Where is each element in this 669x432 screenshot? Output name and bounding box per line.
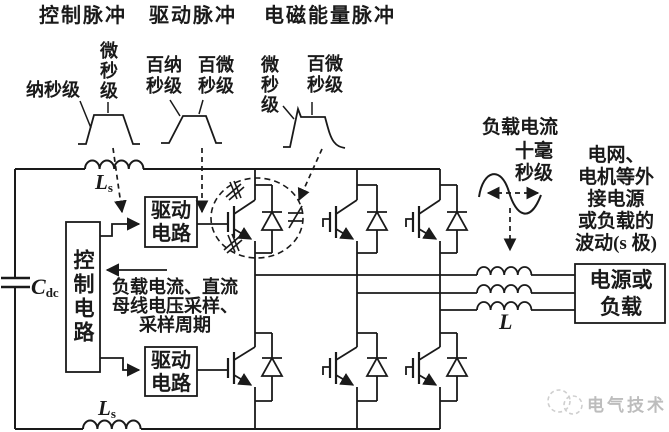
dc-bus-rails [14,159,440,430]
watermark-text: 电气技术 [587,396,667,415]
load-current-sine-icon [478,173,542,215]
ls-bottom-label: Ls [98,396,116,421]
source-load-label: 电源或 负载 [589,268,653,319]
igbt-cell-bottom-2 [322,332,389,429]
inductor-l-phase1 [476,266,533,276]
dashed-pointer-arrows [112,147,540,252]
pulse2-fall-label: 百微 秒级 [198,55,234,96]
emi-highlight [210,177,304,259]
inductor-l-phase3 [476,301,533,311]
control-pulse-title: 控制脉冲 [39,5,127,27]
phase-output-wires [255,266,575,311]
ls-top-label: Ls [95,170,113,195]
cdc-label: Cdc [31,274,59,300]
spark-icon-top [225,180,245,201]
load-current-label-line3: 秒级 [514,163,553,184]
drive-pulse-title: 驱动脉冲 [149,5,237,27]
igbt-cell-top-1 [226,169,284,347]
control-pulse-wave [78,114,140,145]
control-circuit-label: 控制电路 [71,249,95,345]
emi-ellipse [210,177,304,259]
inductor-ls-top [84,159,145,170]
block-boxes [65,196,666,397]
control-wiring [100,217,227,377]
drive-circuit-box-top [144,196,198,248]
pulse1-rise-label: 纳秒级 [26,80,80,100]
em-pulse-wave [283,105,346,149]
l-filter-label: L [499,309,513,334]
inductor-l-phase2 [476,284,533,294]
pulse2-rise-label: 百纳 秒级 [146,55,182,96]
pulse-waveforms [78,105,346,149]
capacitor-cdc [1,276,30,289]
watermark-logo-icon [547,389,583,415]
drive-circuit-box-bottom [144,346,198,397]
pulse3-rise-label: 微秒级 [259,55,279,115]
inductor-ls-bottom [82,419,142,430]
igbt-cell-bottom-1 [226,332,284,429]
em-pulse-title: 电磁能量脉冲 [264,5,396,27]
label-leader-lines [79,99,313,129]
drive-pulse-wave [161,115,222,144]
igbt-cell-top-3 [405,169,469,347]
pulse3-top-label: 百微 秒级 [307,54,343,95]
drive-circuit-bottom-label: 驱动 电路 [151,350,191,395]
igbt-cell-top-2 [322,169,389,347]
sampling-label: 负载电流、直流 母线电压采样、 采样周期 [112,277,238,335]
pulse1-top-label: 微秒级 [98,41,118,101]
load-current-label-line1: 负载电流 [481,117,558,138]
control-circuit-box [65,221,101,373]
load-current-label-line2: 十毫 [514,141,553,162]
spark-icon-bottom [223,233,243,254]
external-source-label: 电网、 电机等外 接电源 或负载的 波动(s 极) [575,145,657,254]
emi-coupling-icon [288,205,303,229]
igbt-bridge [226,169,469,429]
igbt-cell-bottom-3 [405,332,469,429]
drive-circuit-top-label: 驱动 电路 [151,200,191,245]
